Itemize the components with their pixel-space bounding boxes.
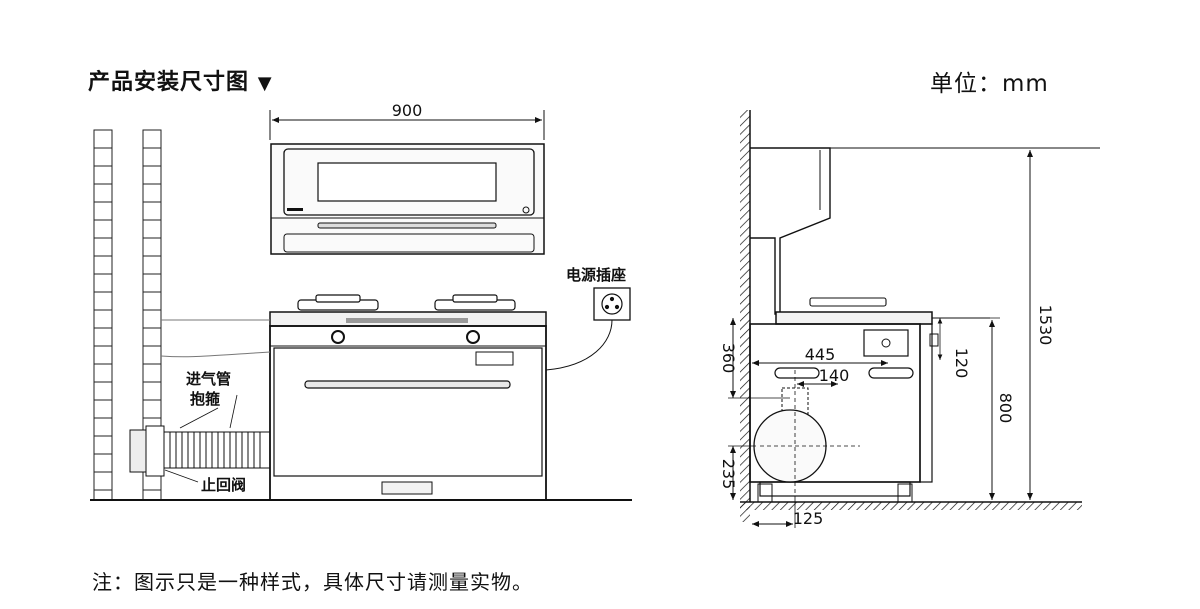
label-clamp: 抱箍 (190, 390, 220, 408)
label-check-valve: 止回阀 (201, 476, 246, 494)
dim-140-group: 140 (797, 366, 850, 387)
dim-125: 125 (793, 509, 824, 528)
inlet-pipe (129, 319, 271, 477)
dim-800: 800 (996, 393, 1015, 424)
dim-900: 900 (392, 101, 423, 120)
dim-360: 360 (719, 343, 738, 374)
hood-unit (270, 143, 545, 255)
dim-235: 235 (719, 459, 738, 490)
dim-120: 120 (952, 348, 971, 379)
dim-360-group: 360 (719, 318, 790, 399)
side-floor (740, 502, 1082, 510)
width-dimension: 900 (269, 101, 545, 140)
side-view: 1530 800 120 360 445 (719, 110, 1100, 528)
dim-445-group: 445 (752, 345, 888, 366)
dim-1530: 1530 (1036, 305, 1055, 346)
dim-800-group: 800 (932, 317, 1015, 500)
hood-side (750, 147, 1100, 315)
triangle-down-icon: ▼ (257, 73, 273, 94)
label-inlet-pipe: 进气管 (186, 370, 231, 388)
power-socket (545, 287, 631, 371)
front-view: 900 (90, 101, 632, 501)
dim-120-group: 120 (937, 318, 971, 379)
footnote: 注：图示只是一种样式，具体尺寸请测量实物。 (92, 570, 533, 594)
page-title: 产品安装尺寸图 ▼ (88, 64, 273, 96)
unit-label: 单位：mm (930, 71, 1049, 97)
side-wall (740, 110, 750, 522)
front-labels: 进气管 抱箍 止回阀 电源插座 (164, 266, 626, 494)
label-socket: 电源插座 (566, 266, 626, 284)
dim-1530-group: 1530 (1027, 150, 1055, 500)
dim-235-group: 235 (719, 445, 756, 500)
dim-140: 140 (819, 366, 850, 385)
cabinet-side (749, 323, 939, 503)
dim-125-group: 125 (752, 500, 823, 528)
cooktop-side (775, 297, 990, 325)
cabinet-body (269, 325, 547, 501)
burners-front (269, 294, 547, 327)
dim-445: 445 (805, 345, 836, 364)
title-text: 产品安装尺寸图 (88, 70, 250, 95)
